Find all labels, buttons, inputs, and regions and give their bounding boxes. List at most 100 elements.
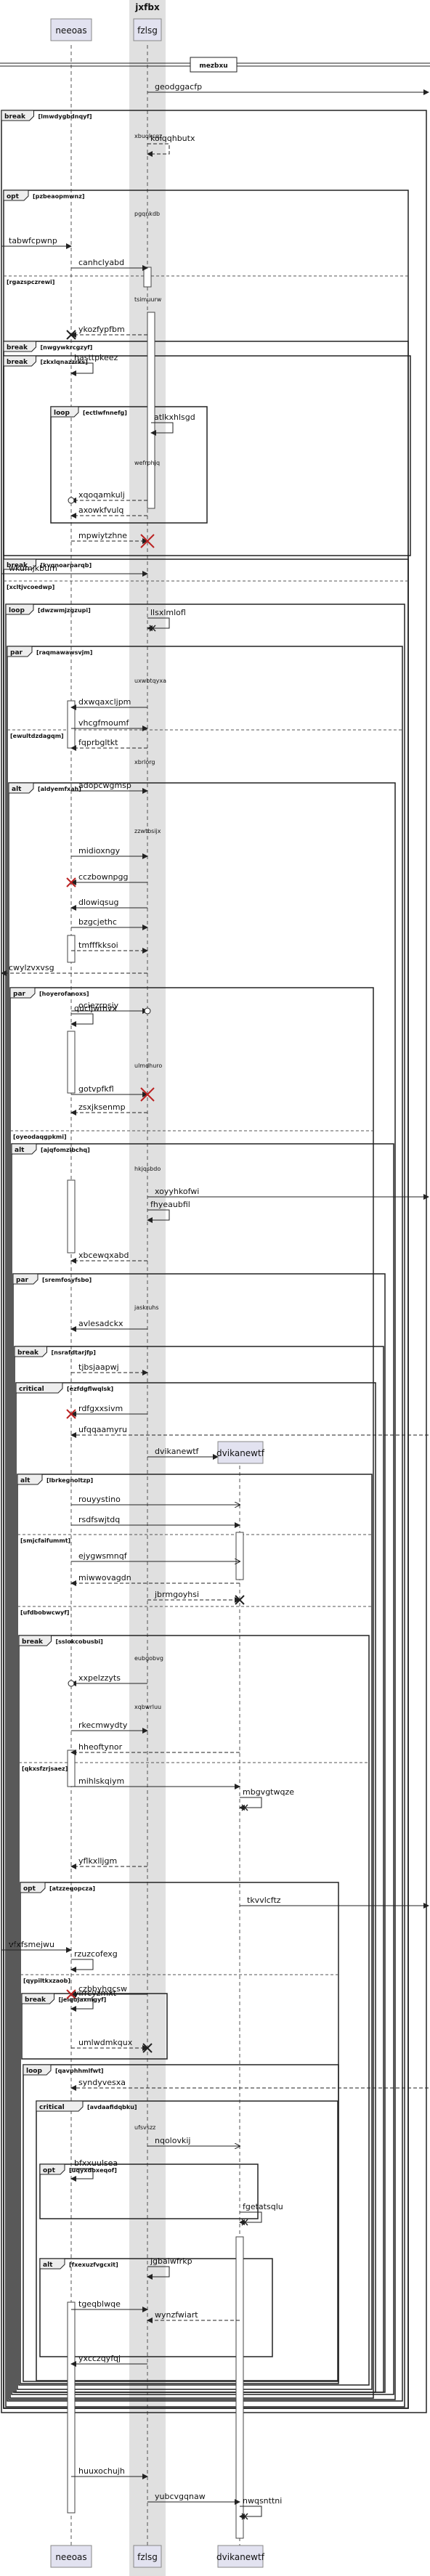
destroy-icon bbox=[66, 1989, 76, 1999]
fragment-keyword: loop bbox=[9, 607, 25, 614]
message-label: fqprbgltkt bbox=[78, 738, 118, 747]
fragment-keyword: alt bbox=[43, 2262, 53, 2269]
message-label: wynzfwiart bbox=[155, 2310, 198, 2320]
fragments-layer: break[lmwdygbdnqyf]opt[pzbeaopmwnz][rgaz… bbox=[1, 110, 427, 2413]
activation-bar bbox=[67, 935, 76, 963]
fragment-condition: [hoyerofanoxs] bbox=[39, 991, 89, 997]
fragment-condition: [ewultdzdagqm] bbox=[10, 733, 64, 739]
fragment-condition: [xcltjvcoedwp] bbox=[7, 584, 54, 590]
self-message-arrow bbox=[70, 1959, 94, 1972]
message-label: avlesadckx bbox=[78, 1319, 123, 1328]
destroy-icon bbox=[140, 1087, 155, 1102]
fragment-condition: [qavphhmlfwt] bbox=[55, 2068, 104, 2074]
participant-head-neeoas[interactable]: neeoas bbox=[50, 18, 92, 41]
destroy-icon bbox=[140, 534, 155, 548]
fragment-keyword: par bbox=[13, 991, 26, 998]
message-label: rzuzcofexg bbox=[74, 1949, 118, 1959]
self-message-arrow bbox=[70, 1998, 94, 2012]
fragment-condition: [zkxlqnazzrks] bbox=[41, 359, 88, 365]
message-label: rkecmwydty bbox=[78, 1720, 128, 1730]
fragment-condition: [nsrafdtarjfp] bbox=[52, 1349, 96, 1356]
message-label: yxcczqyfqj bbox=[78, 2354, 121, 2363]
fragment-tab bbox=[8, 782, 34, 794]
message-label: nqolovkij bbox=[155, 2136, 190, 2145]
activation-bar bbox=[143, 267, 152, 288]
svg-text:fzlsg: fzlsg bbox=[137, 25, 158, 36]
fragment-condition: [qypiltkxzaob] bbox=[23, 1978, 70, 1984]
note-label: wefrphjq bbox=[134, 460, 160, 466]
fragment-condition: [dwzwmjzgzupi] bbox=[38, 607, 91, 614]
self-message-arrow bbox=[147, 2266, 170, 2280]
message-label: tjbsjaapwj bbox=[78, 1362, 119, 1372]
activation-bar bbox=[235, 1532, 244, 1580]
message-label: rouyystino bbox=[78, 1495, 121, 1504]
message-label: midioxngy bbox=[78, 846, 121, 856]
fragment-keyword: break bbox=[7, 562, 28, 569]
fragment-frame bbox=[15, 1382, 376, 2393]
fragment-condition: [fxexuzfvgcxit] bbox=[69, 2262, 118, 2268]
fragment-frame bbox=[11, 1143, 394, 2395]
message-label: ufqqaamyru bbox=[78, 1425, 127, 1434]
svg-text:neeoas: neeoas bbox=[55, 2552, 86, 2562]
fragment-keyword: break bbox=[17, 1349, 39, 1357]
note-label: xbuqkcqz bbox=[134, 133, 162, 139]
fragment-frame bbox=[5, 604, 405, 2408]
message-label: koiqqhbutx bbox=[150, 134, 195, 143]
message-label: huuxochujh bbox=[78, 2466, 125, 2476]
divider-label: mezbxu bbox=[199, 62, 227, 70]
fragment-tab bbox=[5, 604, 34, 615]
fragment-tab bbox=[15, 1382, 63, 1394]
fragment-tab bbox=[3, 341, 36, 352]
fragment-condition: [ajqfomzlbchq] bbox=[41, 1147, 90, 1153]
message-label: axowkfvulq bbox=[78, 505, 123, 515]
message-label: xoyyhkofwi bbox=[155, 1187, 199, 1196]
message-label: vhcgfmoumf bbox=[78, 718, 130, 728]
endpoint-circle-icon bbox=[68, 1680, 75, 1687]
message-label: mpwiytzhne bbox=[78, 531, 127, 540]
message-label: hheoftynor bbox=[78, 1742, 123, 1752]
fragment-condition: [oyeodaqgpkmi] bbox=[13, 1134, 67, 1140]
note-label: uxwbtqyxa bbox=[134, 678, 166, 684]
fragment-frame bbox=[17, 1474, 373, 2390]
note-label: hkjqsbdo bbox=[134, 1166, 161, 1172]
self-message-arrow bbox=[239, 2506, 262, 2519]
endpoint-circle-icon bbox=[144, 1007, 151, 1015]
note-label: tsimuurw bbox=[134, 296, 162, 303]
fragment-tab bbox=[1, 110, 34, 121]
destroy-icon bbox=[241, 2219, 248, 2226]
message-label: xbcewqxabd bbox=[78, 1251, 129, 1260]
message-label: jgbaiwfrkp bbox=[150, 2256, 192, 2266]
self-message-arrow bbox=[147, 617, 170, 631]
message-label: rsdfswjtdq bbox=[78, 1515, 120, 1524]
fragment-frame bbox=[36, 2100, 338, 2381]
activation-bar bbox=[67, 700, 76, 749]
participant-foot-fzlsg[interactable]: fzlsg bbox=[133, 2545, 162, 2568]
svg-text:fzlsg: fzlsg bbox=[137, 2552, 158, 2562]
participant-foot-dvikanewtf[interactable]: dvikanewtf bbox=[216, 2545, 265, 2568]
fragment-frame bbox=[18, 1635, 370, 2386]
message-label: yubcvgqnaw bbox=[155, 2492, 206, 2501]
participant-foot-neeoas[interactable]: neeoas bbox=[50, 2545, 92, 2568]
message-label: atlkxhlsgd bbox=[154, 413, 195, 422]
fragment-keyword: par bbox=[10, 649, 23, 657]
message-label: nwqsnttni bbox=[243, 2496, 282, 2506]
self-message-arrow bbox=[70, 362, 94, 376]
fragment-tab bbox=[14, 1346, 47, 1357]
fragment-tab bbox=[3, 190, 29, 201]
fragment-condition: [rgazspczrewi] bbox=[7, 279, 54, 285]
fragment-frame bbox=[9, 987, 374, 2399]
note-label: pgqnkdb bbox=[134, 211, 160, 217]
fragment-condition: [aldyemfxah] bbox=[38, 786, 81, 792]
fragment-tab bbox=[18, 1635, 52, 1646]
participant-head-fzlsg[interactable]: fzlsg bbox=[133, 18, 162, 41]
fragment-tab bbox=[21, 1993, 54, 2004]
message-label: geodggacfp bbox=[155, 82, 202, 92]
fragment-keyword: critical bbox=[19, 1386, 44, 1393]
fragment-keyword: break bbox=[22, 1638, 44, 1646]
fragment-keyword: opt bbox=[23, 1885, 36, 1893]
fragment-frame bbox=[12, 1273, 386, 2393]
fragment-tab bbox=[39, 2163, 65, 2175]
self-message-arrow bbox=[70, 1013, 94, 1027]
fragment-keyword: loop bbox=[54, 410, 70, 417]
participant-head-dvikanewtf[interactable]: dvikanewtf bbox=[216, 1441, 265, 1464]
